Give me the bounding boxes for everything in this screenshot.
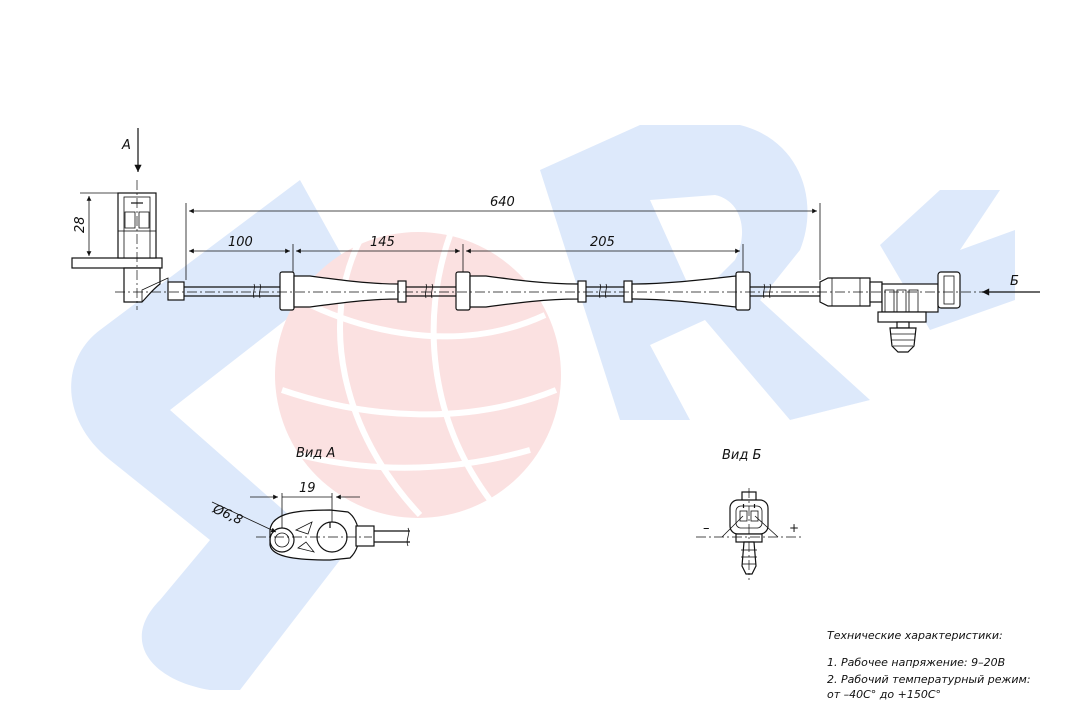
cable-grommets <box>279 271 751 311</box>
view-b: Вид Б – + <box>696 448 802 580</box>
view-a-title: Вид А <box>296 446 335 461</box>
dimension-height: 28 <box>73 192 118 259</box>
watermark-r <box>540 125 870 420</box>
view-arrow-b-label: Б <box>1010 274 1019 289</box>
view-arrow-a-label: А <box>121 138 131 153</box>
view-b-pin-minus: – <box>703 521 710 536</box>
specs-line3: от –40С° до +150С° <box>827 688 941 701</box>
specs-title: Технические характеристики: <box>827 629 1003 642</box>
dimension-overall: 640 <box>185 195 821 280</box>
view-a-spacing-label: 19 <box>299 481 316 496</box>
dimension-segments: 100 145 205 <box>189 235 744 272</box>
view-b-title: Вид Б <box>722 448 761 463</box>
dimension-seg1-label: 100 <box>228 235 253 250</box>
view-arrow-b: Б <box>982 274 1040 296</box>
dimension-overall-label: 640 <box>490 195 515 210</box>
dimension-seg3-label: 205 <box>590 235 615 250</box>
specs-line2: 2. Рабочий температурный режим: <box>827 673 1031 686</box>
dimension-seg2-label: 145 <box>370 235 395 250</box>
watermark-logo <box>71 125 1015 690</box>
watermark-globe <box>275 232 561 518</box>
specifications: Технические характеристики: 1. Рабочее н… <box>827 629 1031 701</box>
dimension-height-label: 28 <box>73 216 88 233</box>
specs-line1: 1. Рабочее напряжение: 9–20В <box>827 656 1005 669</box>
view-arrow-a: А <box>121 128 142 172</box>
view-b-pin-plus: + <box>789 521 799 535</box>
